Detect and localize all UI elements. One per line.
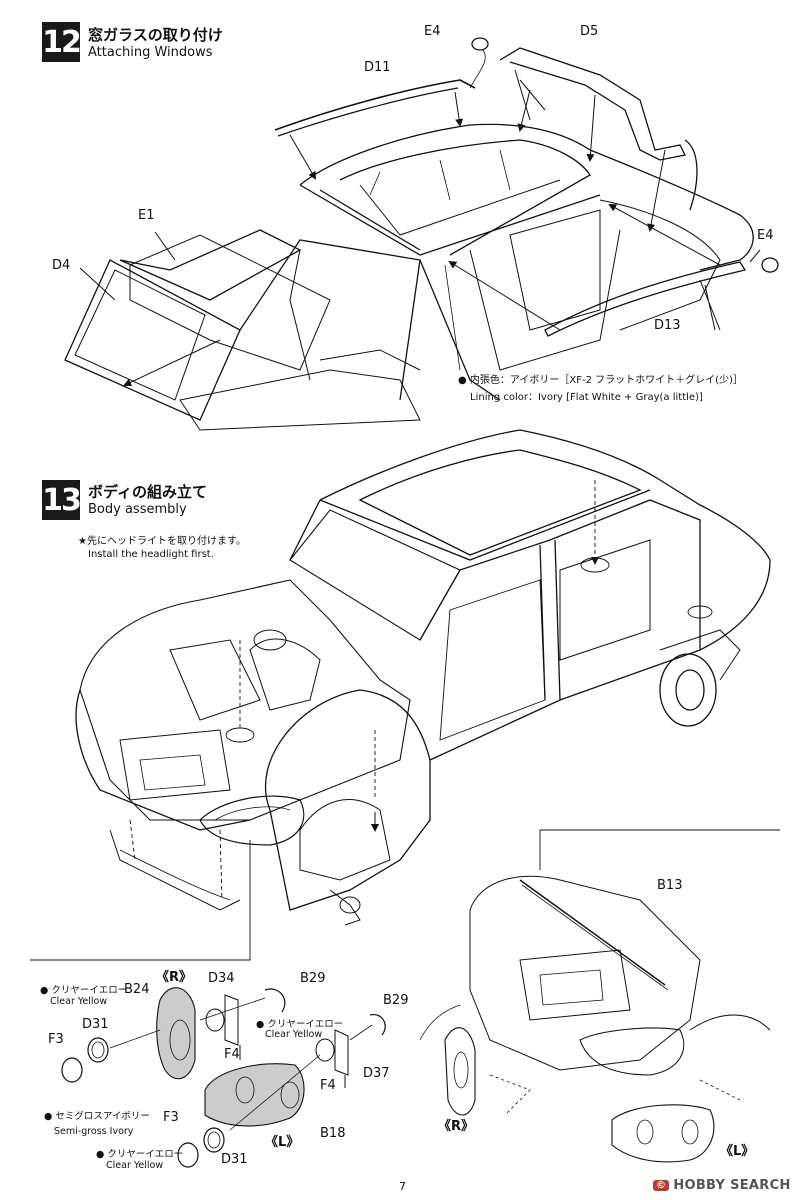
part-label-d34: D34 [208,971,235,986]
part-label-d11: D11 [364,60,391,75]
part-label-f3-a: F3 [48,1032,64,1047]
part-label-e4-top: E4 [424,24,441,39]
step-12-title-en: Attaching Windows [88,45,213,60]
part-label-f3-b: F3 [163,1110,179,1125]
color-note-clear-yellow-3: ● クリヤーイエロー [96,1149,184,1160]
part-label-d5: D5 [580,24,599,39]
watermark-logo-icon: © [653,1180,670,1191]
part-label-d4: D4 [52,258,71,273]
part-label-b18: B18 [320,1126,346,1141]
lining-color-note-en: Lining color：Ivory [Flat White + Gray(a … [470,392,703,403]
color-note-clear-yellow-2-en: Clear Yellow [265,1029,323,1040]
part-label-f4-b: F4 [320,1078,336,1093]
watermark-text: HOBBY SEARCH [673,1178,791,1193]
page-number: 7 [399,1180,406,1193]
part-label-b13: B13 [657,878,683,893]
part-label-f4-a: F4 [224,1047,240,1062]
part-label-d37: D37 [363,1066,390,1081]
lining-color-note-jp: ● 内張色：アイボリー［XF-2 フラットホワイト＋グレイ(少)］ [458,375,743,386]
lining-jp-text: 内張色：アイボリー［XF-2 フラットホワイト＋グレイ(少)］ [469,375,743,386]
step-13-note-en: Install the headlight first. [88,549,214,560]
part-label-d31-a: D31 [82,1017,109,1032]
step-13-number: 13 [42,480,82,520]
part-label-b24: B24 [124,982,150,997]
color-note-clear-yellow-1: ● クリヤーイエロー [40,985,128,996]
step-12-number: 12 [42,22,82,62]
semi-gross-jp: セミグロスアイボリー [55,1111,150,1122]
step-13-title-en: Body assembly [88,502,187,517]
part-label-b29-b: B29 [383,993,409,1008]
label-l-main: 《L》 [265,1135,300,1150]
part-label-e1: E1 [138,208,155,223]
hobby-search-watermark: © HOBBY SEARCH [653,1178,791,1193]
color-note-semi-gross: ● セミグロスアイボリー [44,1111,150,1122]
color-note-clear-yellow-2: ● クリヤーイエロー [256,1019,344,1030]
color-note-clear-yellow-3-en: Clear Yellow [106,1160,164,1171]
part-label-e4-right: E4 [757,228,774,243]
step-13-title-jp: ボディの組み立て [88,483,207,501]
clear-yellow-3-jp: クリヤーイエロー [107,1149,184,1160]
part-label-b29-a: B29 [300,971,326,986]
label-r-detail: 《R》 [438,1119,475,1134]
part-label-d13: D13 [654,318,681,333]
label-l-detail: 《L》 [720,1144,755,1159]
label-r-main: 《R》 [156,970,193,985]
clear-yellow-1-jp: クリヤーイエロー [51,985,128,996]
color-note-semi-gross-en: Semi-gross Ivory [54,1126,134,1137]
step-12-window-diagram [0,0,807,440]
step-13-note-jp: ★先にヘッドライトを取り付けます。 [78,536,246,547]
step-12-title-jp: 窓ガラスの取り付け [88,26,223,44]
clear-yellow-2-jp: クリヤーイエロー [267,1019,344,1030]
color-note-clear-yellow-1-en: Clear Yellow [50,996,108,1007]
part-label-d31-b: D31 [221,1152,248,1167]
